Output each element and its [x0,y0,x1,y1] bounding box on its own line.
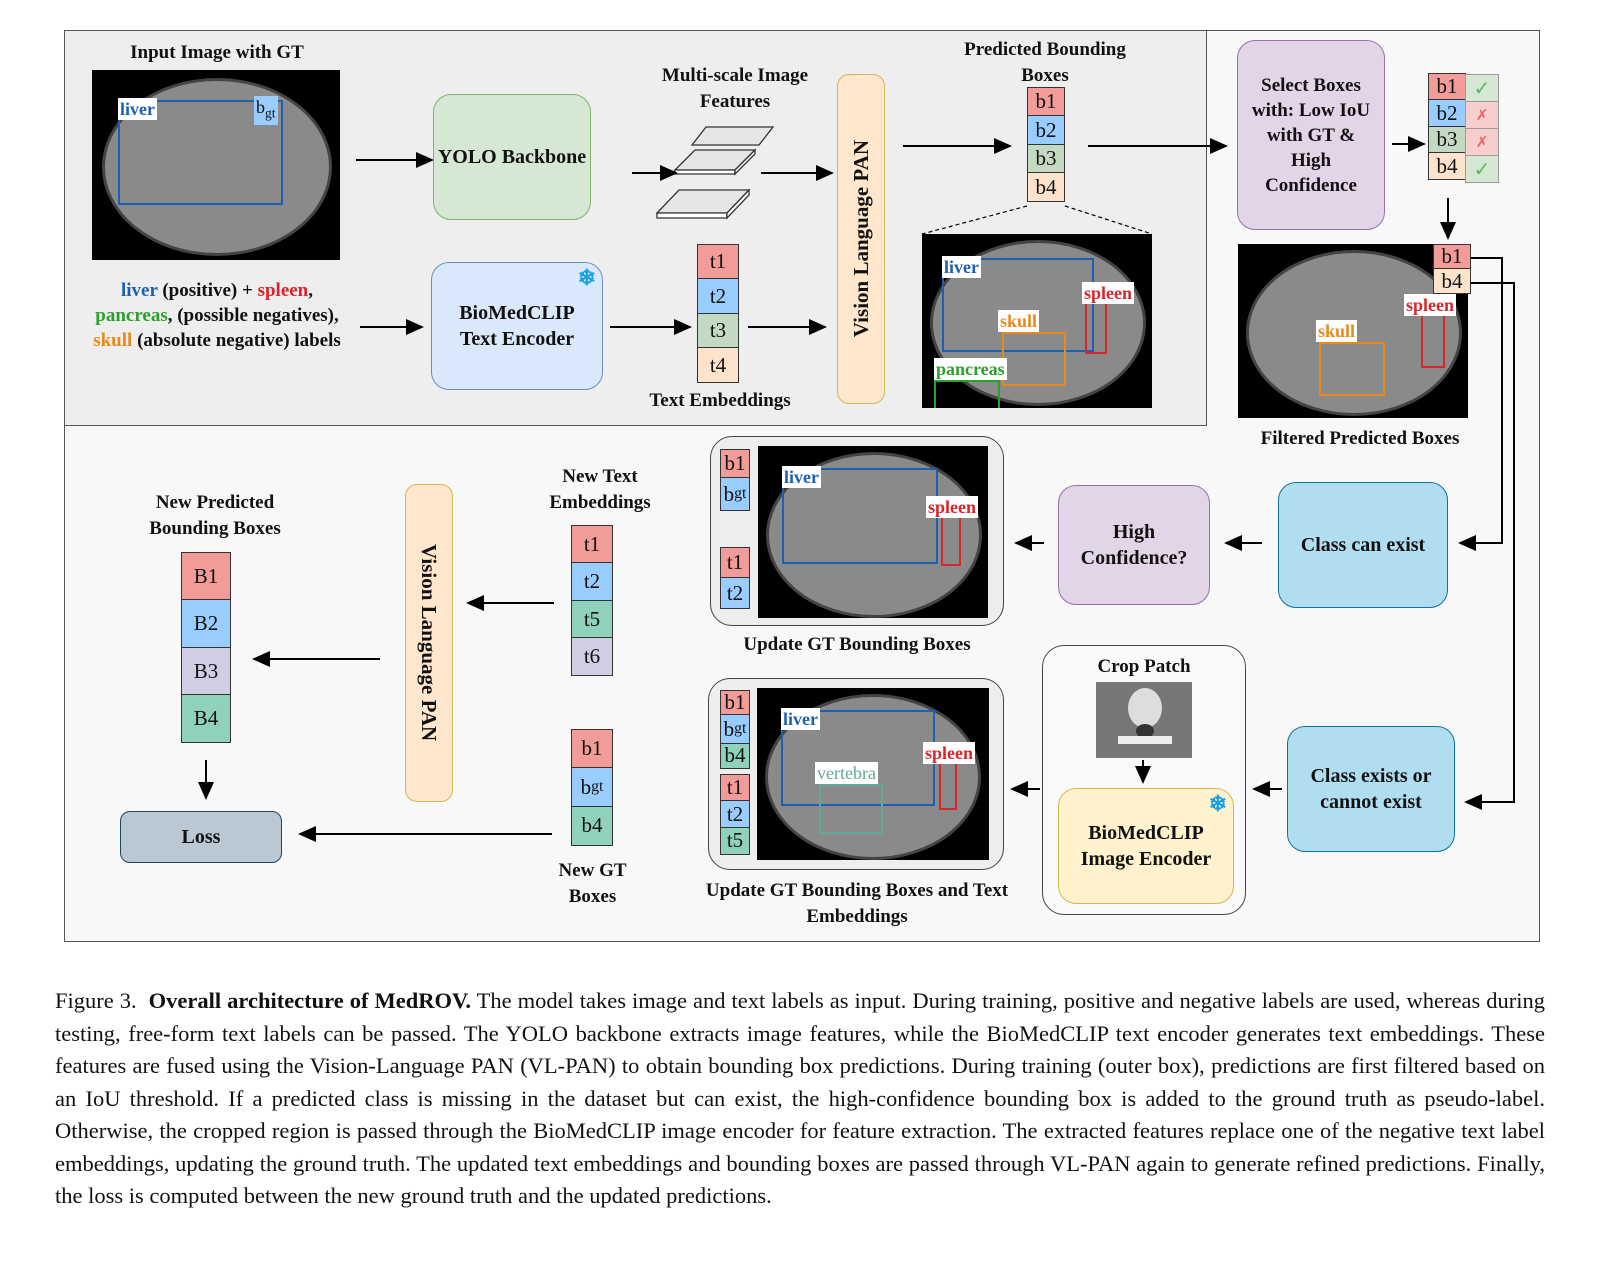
check-icon: ✓ [1465,74,1499,102]
box-cell: B1 [181,551,231,601]
new-text-embeddings-stack: t1 t2 t5 t6 [571,524,613,676]
filtered-boxes-stack: b1 b4 [1433,243,1471,294]
box-cell: b1 [571,728,613,769]
cross-icon: ✗ [1465,101,1499,129]
box-cell: b1 [1433,243,1471,270]
embedding-cell: t2 [571,562,613,601]
embedding-cell: t1 [720,546,750,579]
box-cell: b1 [1428,72,1466,101]
embedding-cell: t4 [697,347,739,383]
predicted-boxes-title: Predicted Bounding Boxes [964,39,1126,86]
caption-body: The model takes image and text labels as… [55,988,1545,1208]
predicted-boxes-stack: b1 b2 b3 b4 [1027,86,1065,202]
filtered-ct-image: spleen skull [1238,244,1468,418]
spleen-label: spleen [926,496,979,518]
input-ct-image: liver bgt [92,70,340,260]
box-cell: b1 [1027,86,1065,117]
input-text-labels: liver (positive) + spleen, pancreas, (po… [93,280,341,351]
figure-caption: Figure 3. Overall architecture of MedROV… [55,985,1545,1213]
prediction-ct-image: liver spleen skull pancreas [922,234,1152,408]
box-cell: b3 [1027,143,1065,174]
liver-label: liver [118,98,157,120]
new-text-embeddings-title: New Text Embeddings [549,466,651,513]
box-cell: b2 [1428,99,1466,127]
check-icon: ✓ [1465,155,1499,183]
new-gt-boxes-title: New GT Boxes [558,860,627,907]
vision-language-pan-block: Vision Language PAN [837,74,885,404]
crop-patch-title: Crop Patch [1097,656,1191,677]
skull-label: skull [998,310,1040,332]
text-embeddings-stack: t1 t2 t3 t4 [697,243,739,383]
skull-label: skull [1316,320,1358,342]
box-cell: b4 [1433,268,1471,294]
embedding-cell: t3 [697,312,739,349]
box-cell: b4 [1027,172,1065,202]
caption-label: Figure 3. [55,988,137,1013]
new-predicted-boxes-stack: B1 B2 B3 B4 [181,551,231,743]
update-gt-ct-image: liver spleen [758,446,988,618]
input-image-title: Input Image with GT [130,42,304,63]
liver-label: liver [782,466,821,488]
liver-label: liver [781,708,820,730]
embedding-cell: t1 [697,243,739,280]
embedding-cell: t1 [720,773,750,802]
embedding-cell: t5 [720,826,750,855]
loss-block: Loss [120,811,282,863]
select-boxes-block: Select Boxes with: Low IoU with GT & Hig… [1237,40,1385,230]
box-cell: b1 [720,448,750,479]
multiscale-feature-maps-icon [655,126,775,220]
cross-icon: ✗ [1465,128,1499,156]
embedding-cell: t6 [571,637,613,676]
text-embeddings-title: Text Embeddings [649,390,791,411]
update-gt-title: Update GT Bounding Boxes [743,634,971,655]
vertebra-label: vertebra [815,762,878,784]
box-cell: b4 [571,805,613,846]
snowflake-icon: ❄ [577,265,596,290]
pancreas-label: pancreas [934,358,1007,380]
box-cell: b4 [720,742,750,769]
embedding-cell: t2 [720,800,750,828]
liver-label: liver [942,256,981,278]
spleen-label: spleen [923,742,976,764]
embedding-cell: t2 [720,577,750,609]
high-confidence-block: High Confidence? [1058,485,1210,605]
embedding-cell: t1 [571,524,613,564]
biomedclip-image-encoder-block: BioMedCLIP Image Encoder ❄ [1058,788,1234,904]
box-cell: B4 [181,694,231,743]
box-cell: b4 [1428,152,1466,180]
box-cell: b3 [1428,125,1466,154]
crop-patch-image [1096,682,1192,758]
updated-texts-stack: t1 t2 t5 [720,773,750,855]
embedding-cell: t5 [571,599,613,639]
box-cell: B2 [181,599,231,648]
caption-title: Overall architecture of MedROV. [148,988,471,1013]
update-gt-text-ct-image: liver spleen vertebra [757,688,989,860]
spleen-label: spleen [1082,282,1135,304]
update-gt-text-title: Update GT Bounding Boxes and Text Embedd… [705,880,1009,927]
box-cell: b2 [1027,115,1065,145]
class-can-exist-block: Class can exist [1278,482,1448,608]
embedding-cell: t2 [697,278,739,314]
new-predicted-boxes-title: New Predicted Bounding Boxes [149,492,281,539]
bgt-label: bgt [254,96,278,125]
liver-gt-box [118,100,283,205]
class-cannot-exist-block: Class exists or cannot exist [1287,726,1455,852]
snowflake-icon: ❄ [1208,791,1227,816]
updated-texts-stack: t1 t2 [720,546,750,609]
multiscale-features-title: Multi-scale Image Features [661,65,809,112]
yolo-backbone-block: YOLO Backbone [433,94,591,220]
filtered-boxes-title: Filtered Predicted Boxes [1260,428,1460,449]
vision-language-pan-block-2: Vision Language PAN [405,484,453,802]
box-cell: b1 [720,689,750,716]
biomedclip-text-encoder-block: BioMedCLIP Text Encoder ❄ [431,262,603,390]
box-cell: B3 [181,646,231,696]
spleen-label: spleen [1404,294,1457,316]
